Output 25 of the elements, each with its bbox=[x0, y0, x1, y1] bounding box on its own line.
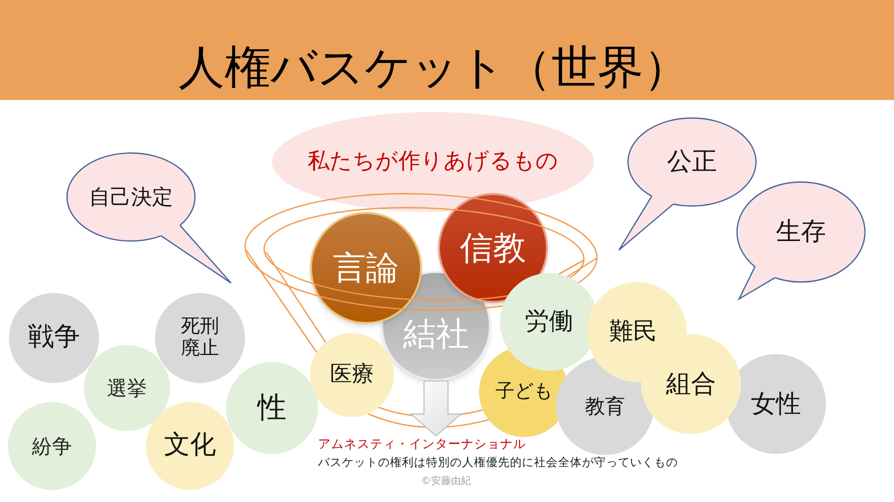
topic-label: 文化 bbox=[164, 431, 216, 461]
bubble-label: 生存 bbox=[776, 218, 826, 246]
topic-label: 子ども bbox=[496, 381, 552, 403]
topic-label: 死刑廃止 bbox=[181, 316, 219, 360]
topic-label: 女性 bbox=[751, 390, 801, 418]
topic-label: 選挙 bbox=[107, 376, 147, 400]
ellipse-label: 私たちが作りあげるもの bbox=[308, 149, 558, 175]
bubble-label: 自己決定 bbox=[89, 184, 173, 210]
title: 人権バスケット（世界） bbox=[178, 40, 690, 96]
topic-label: 紛争 bbox=[32, 434, 72, 458]
copyright-note: ©安藤由紀 bbox=[421, 476, 471, 488]
topic-label: 組合 bbox=[666, 370, 716, 398]
note-text: バスケットの権利は特別の人権優先的に社会全体が守っていくもの bbox=[318, 455, 678, 470]
topic-label: 労働 bbox=[525, 308, 573, 336]
organization-name: アムネスティ・インターナショナル bbox=[318, 436, 526, 451]
topic-label: 信教 bbox=[460, 229, 526, 267]
topic-label: 教育 bbox=[585, 394, 625, 418]
topic-label: 言論 bbox=[333, 249, 399, 287]
topic-label: 医療 bbox=[330, 362, 374, 388]
topic-label: 戦争 bbox=[28, 323, 80, 353]
bubble-label: 公正 bbox=[667, 148, 717, 176]
topic-label: 結社 bbox=[403, 315, 469, 353]
block-arrow bbox=[409, 380, 463, 437]
topic-label: 性 bbox=[258, 391, 286, 425]
topic-label: 難民 bbox=[609, 318, 657, 346]
